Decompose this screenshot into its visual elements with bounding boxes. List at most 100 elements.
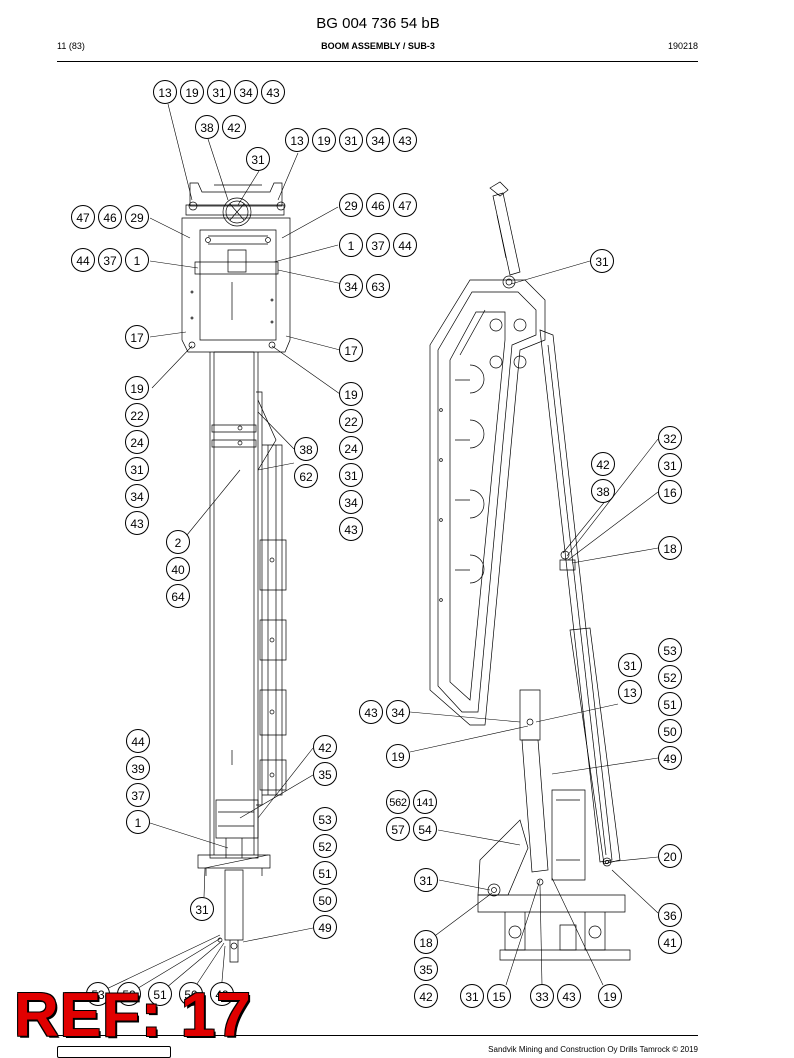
- callout-bubble: 29: [125, 205, 149, 229]
- callout-bubble: 31: [618, 653, 642, 677]
- callout-bubble: 35: [414, 957, 438, 981]
- callout-bubble: 64: [166, 584, 190, 608]
- callout-bubble: 31: [339, 128, 363, 152]
- callout-bubble: 62: [294, 464, 318, 488]
- callout-bubble: 43: [125, 511, 149, 535]
- callout-bubble: 50: [179, 982, 203, 1006]
- callout-bubble: 51: [148, 982, 172, 1006]
- callout-bubble: 34: [366, 128, 390, 152]
- callout-bubble: 2: [166, 530, 190, 554]
- callout-bubble: 43: [261, 80, 285, 104]
- boom-front-view: [181, 182, 291, 963]
- callout-bubble: 49: [210, 982, 234, 1006]
- callout-bubble: 19: [125, 376, 149, 400]
- callout-bubble: 36: [658, 903, 682, 927]
- callout-bubble: 33: [530, 984, 554, 1008]
- callout-bubble: 47: [71, 205, 95, 229]
- callout-bubble: 20: [658, 844, 682, 868]
- callout-bubble: 34: [339, 490, 363, 514]
- callout-bubble: 31: [414, 868, 438, 892]
- callout-bubble: 32: [658, 426, 682, 450]
- callout-bubble: 51: [658, 692, 682, 716]
- callout-bubble: 63: [366, 274, 390, 298]
- callout-bubble: 19: [598, 984, 622, 1008]
- callout-bubble: 17: [339, 338, 363, 362]
- callout-bubble: 22: [125, 403, 149, 427]
- callout-bubble: 13: [618, 680, 642, 704]
- callout-bubble: 18: [658, 536, 682, 560]
- callout-bubble: 49: [658, 746, 682, 770]
- section-title: BOOM ASSEMBLY / SUB-3: [321, 41, 435, 51]
- callout-bubble: 44: [126, 729, 150, 753]
- callout-bubble: 22: [339, 409, 363, 433]
- callout-bubble: 29: [339, 193, 363, 217]
- callout-bubble: 18: [414, 930, 438, 954]
- callout-bubble: 53: [86, 982, 110, 1006]
- callout-bubble: 41: [658, 930, 682, 954]
- callout-bubble: 42: [414, 984, 438, 1008]
- footer-rule: [57, 1035, 698, 1036]
- callout-bubble: 42: [313, 735, 337, 759]
- callout-bubble: 43: [393, 128, 417, 152]
- reference-stamp: REF: 17: [14, 981, 252, 1050]
- callout-bubble: 31: [339, 463, 363, 487]
- callout-bubble: 37: [126, 783, 150, 807]
- callout-bubble: 31: [125, 457, 149, 481]
- callout-bubble: 57: [386, 817, 410, 841]
- callout-bubble: 16: [658, 480, 682, 504]
- callout-bubble: 38: [591, 479, 615, 503]
- callout-bubble: 34: [234, 80, 258, 104]
- callout-bubble: 50: [658, 719, 682, 743]
- callout-bubble: 38: [195, 115, 219, 139]
- callout-bubble: 24: [339, 436, 363, 460]
- callout-bubble: 141: [413, 790, 437, 814]
- callout-bubble: 50: [313, 888, 337, 912]
- callout-bubble: 46: [98, 205, 122, 229]
- callout-bubble: 31: [460, 984, 484, 1008]
- callout-bubble: 13: [285, 128, 309, 152]
- callout-bubble: 43: [557, 984, 581, 1008]
- callout-bubble: 31: [246, 147, 270, 171]
- callout-bubble: 51: [313, 861, 337, 885]
- callout-bubble: 34: [386, 700, 410, 724]
- callout-bubble: 39: [126, 756, 150, 780]
- callout-bubble: 31: [190, 897, 214, 921]
- callout-bubble: 31: [207, 80, 231, 104]
- callout-bubble: 19: [339, 382, 363, 406]
- date-code: 190218: [667, 41, 698, 51]
- callout-bubble: 53: [313, 807, 337, 831]
- callout-bubble: 34: [339, 274, 363, 298]
- callout-bubble: 42: [591, 452, 615, 476]
- callout-bubble: 37: [366, 233, 390, 257]
- callout-bubble: 42: [222, 115, 246, 139]
- callout-bubble: 19: [180, 80, 204, 104]
- callout-bubble: 54: [413, 817, 437, 841]
- callout-bubble: 34: [125, 484, 149, 508]
- callout-bubble: 52: [117, 982, 141, 1006]
- callout-bubble: 24: [125, 430, 149, 454]
- callout-bubble: 17: [125, 325, 149, 349]
- page-number: 11 (83): [57, 41, 85, 51]
- copyright-text: Sandvik Mining and Construction Oy Drill…: [488, 1045, 698, 1054]
- boom-side-view: [429, 181, 631, 961]
- callout-bubble: 49: [313, 915, 337, 939]
- header-rule: [57, 61, 698, 62]
- callout-bubble: 52: [313, 834, 337, 858]
- callout-bubble: 15: [487, 984, 511, 1008]
- callout-bubble: 19: [386, 744, 410, 768]
- callout-bubble: 31: [590, 249, 614, 273]
- callout-bubble: 1: [126, 810, 150, 834]
- callout-bubble: 40: [166, 557, 190, 581]
- callout-bubble: 43: [359, 700, 383, 724]
- callout-bubble: 43: [339, 517, 363, 541]
- callout-bubble: 52: [658, 665, 682, 689]
- callout-bubble: 1: [339, 233, 363, 257]
- callout-bubble: 13: [153, 80, 177, 104]
- callout-bubble: 47: [393, 193, 417, 217]
- callout-bubble: 37: [98, 248, 122, 272]
- callout-bubble: 53: [658, 638, 682, 662]
- callout-bubble: 1: [125, 248, 149, 272]
- callout-bubble: 44: [71, 248, 95, 272]
- callout-bubble: 31: [658, 453, 682, 477]
